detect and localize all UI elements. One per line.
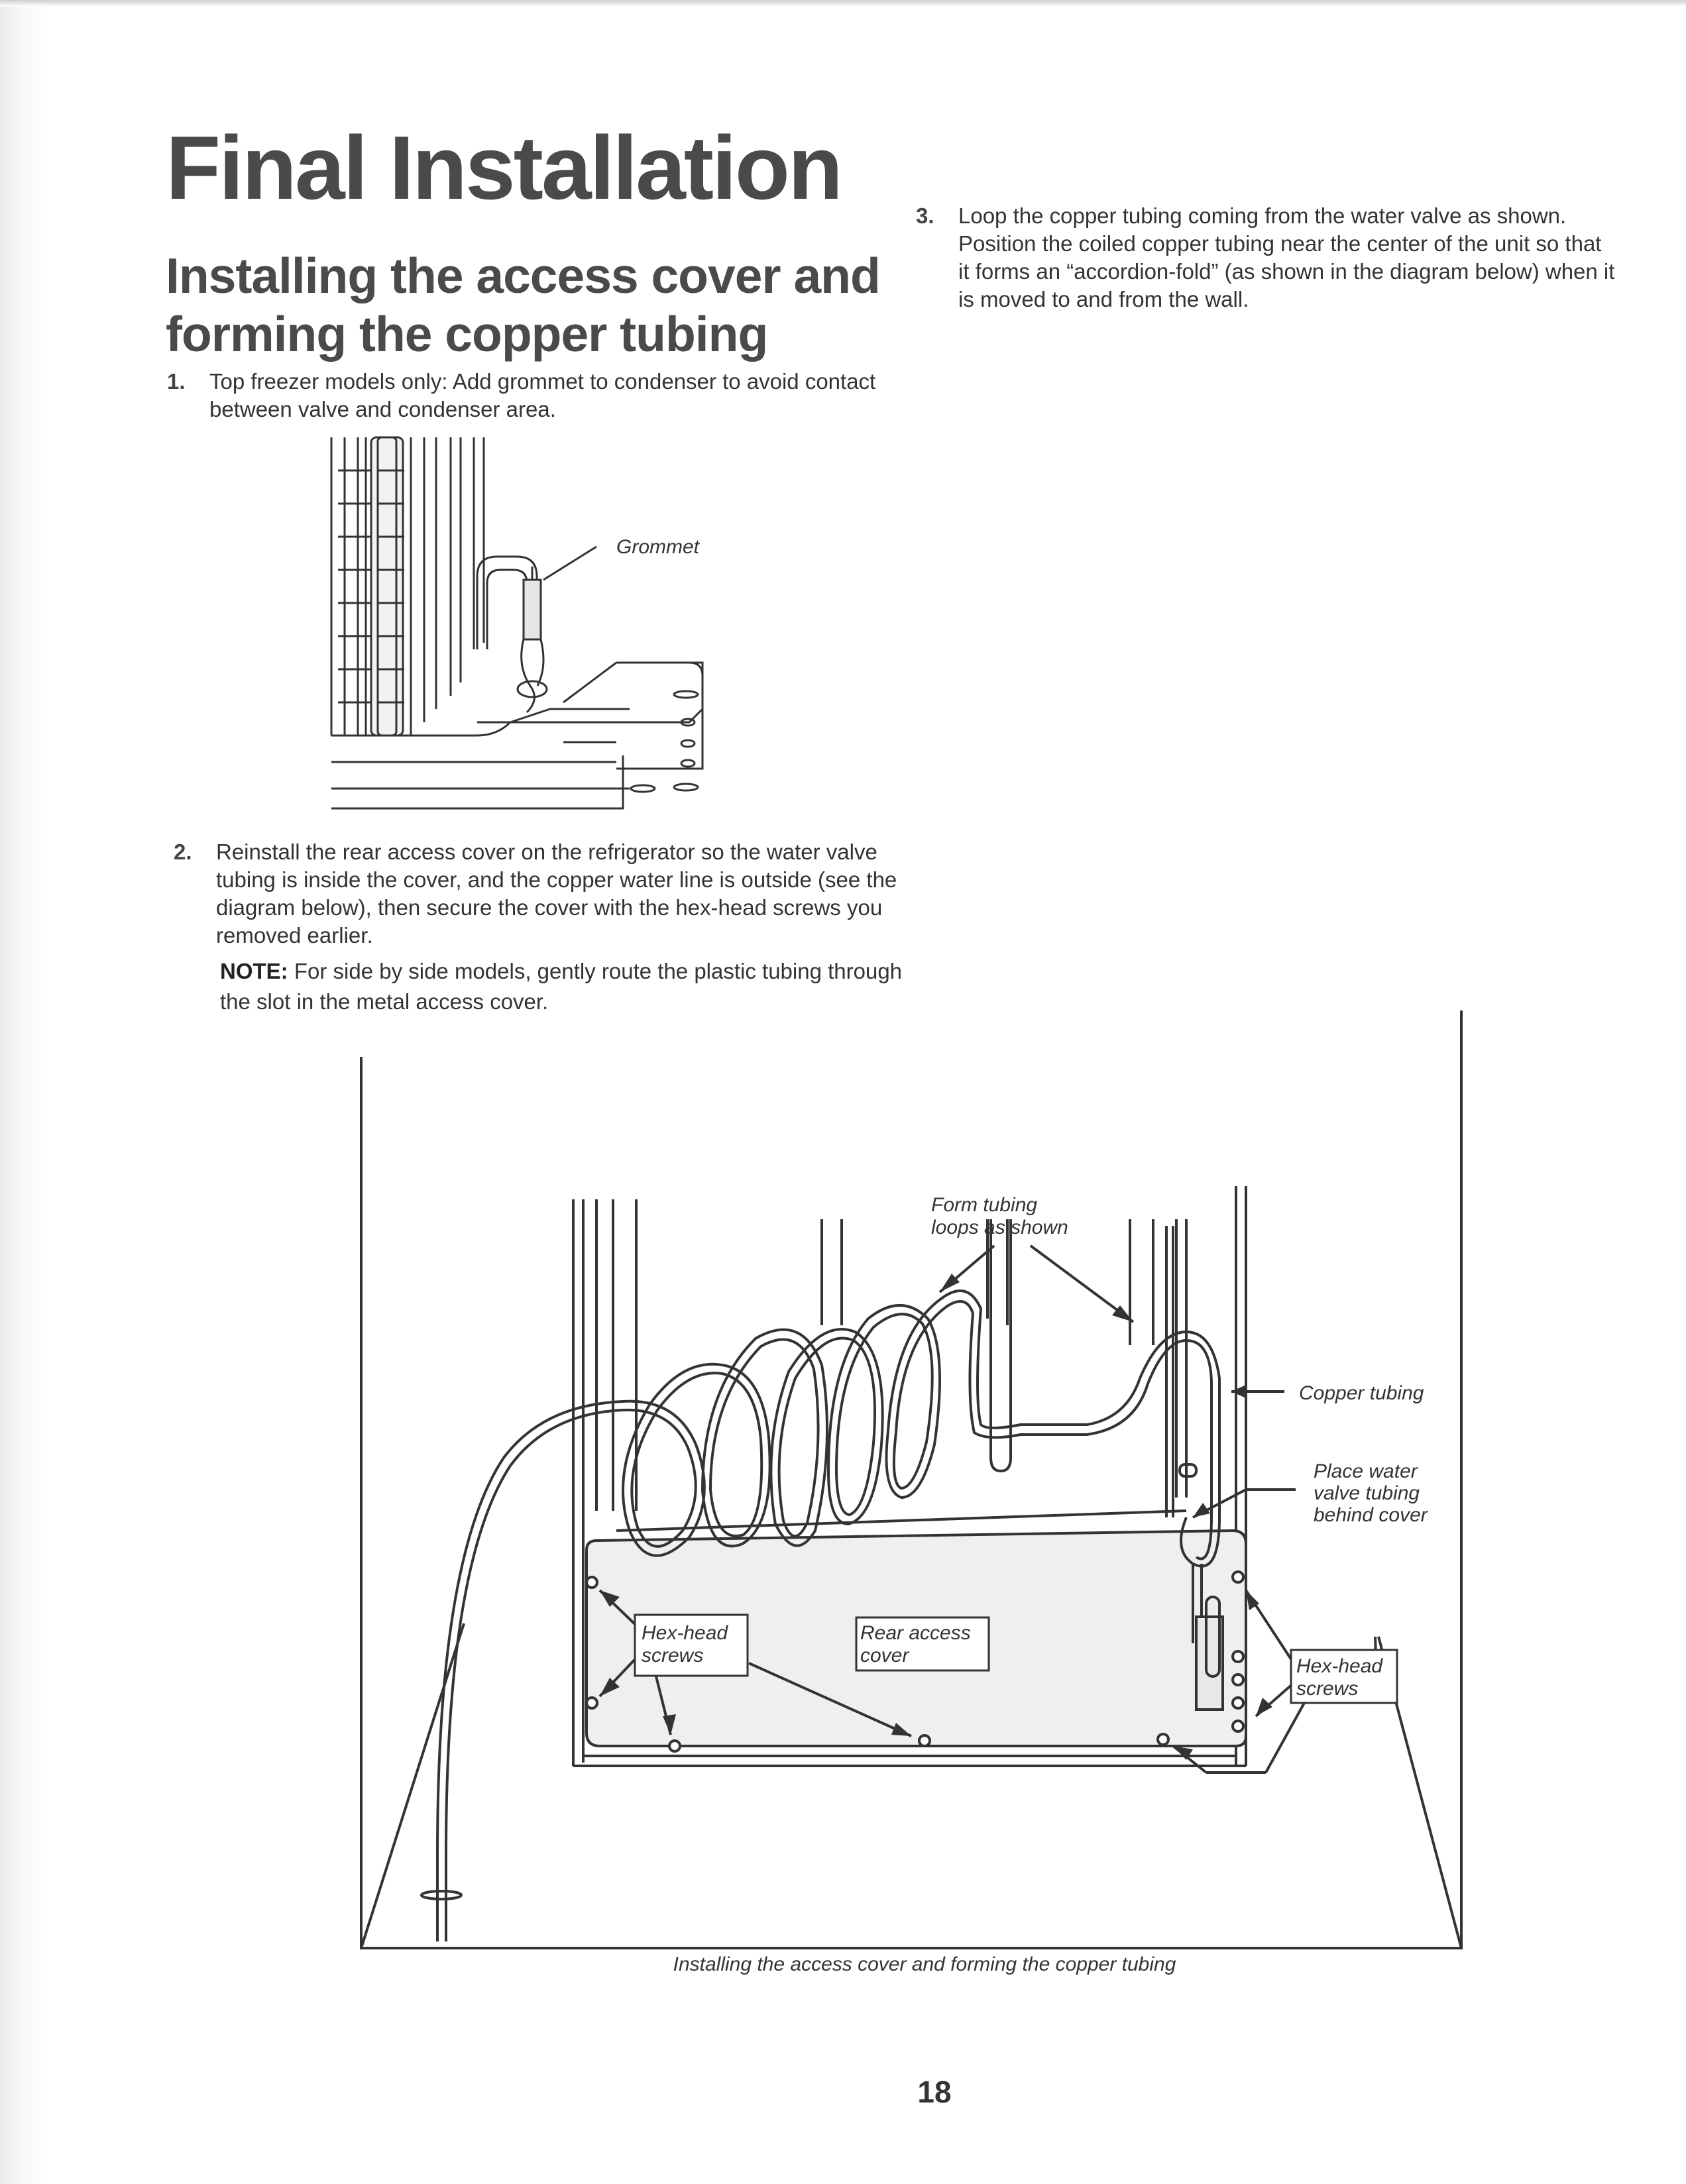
hex-right-label-line2: screws bbox=[1296, 1678, 1358, 1700]
hex-left-box bbox=[634, 1613, 749, 1677]
loops-label-line1: Form tubing bbox=[931, 1194, 1037, 1216]
cover-label-line2: cover bbox=[860, 1645, 909, 1666]
hex-left-label-line1: Hex-head bbox=[642, 1622, 728, 1644]
step-2: 2. Reinstall the rear access cover on th… bbox=[174, 838, 903, 1017]
loops-label-line2: loops as shown bbox=[931, 1217, 1068, 1238]
valve-label-line3: behind cover bbox=[1314, 1504, 1428, 1526]
step-1-text: Top freezer models only: Add grommet to … bbox=[209, 369, 876, 421]
hex-right-box bbox=[1290, 1649, 1398, 1704]
grommet-label: Grommet bbox=[616, 536, 701, 558]
cover-label-box bbox=[855, 1616, 990, 1672]
hex-right-label-line1: Hex-head bbox=[1296, 1655, 1383, 1677]
scan-top-shadow bbox=[0, 0, 1686, 7]
step-3-text: Loop the copper tubing coming from the w… bbox=[958, 203, 1615, 311]
note-label: NOTE: bbox=[220, 959, 288, 983]
step-2-number: 2. bbox=[174, 840, 192, 864]
step-2-text: Reinstall the rear access cover on the r… bbox=[216, 840, 897, 948]
valve-label-line2: valve tubing bbox=[1314, 1482, 1420, 1504]
step-2-note: NOTE: For side by side models, gently ro… bbox=[220, 956, 903, 1017]
page-title: Final Installation bbox=[166, 117, 843, 218]
step-3: 3. Loop the copper tubing coming from th… bbox=[916, 202, 1618, 313]
figure-caption: Installing the access cover and forming … bbox=[673, 1953, 1176, 1975]
grommet-figure: Grommet bbox=[330, 436, 704, 810]
section-heading: Installing the access cover and forming … bbox=[166, 248, 881, 362]
hex-left-label-line2: screws bbox=[642, 1645, 703, 1666]
step-1-number: 1. bbox=[167, 369, 186, 394]
page-number: 18 bbox=[917, 2075, 952, 2109]
valve-label-line1: Place water bbox=[1314, 1460, 1418, 1482]
copper-tubing-label: Copper tubing bbox=[1299, 1382, 1424, 1404]
note-text: For side by side models, gently route th… bbox=[220, 959, 903, 1014]
scan-edge-shadow bbox=[0, 0, 46, 2184]
step-3-number: 3. bbox=[916, 203, 934, 228]
cover-label-line1: Rear access bbox=[860, 1622, 971, 1644]
step-1: 1. Top freezer models only: Add grommet … bbox=[167, 368, 896, 423]
